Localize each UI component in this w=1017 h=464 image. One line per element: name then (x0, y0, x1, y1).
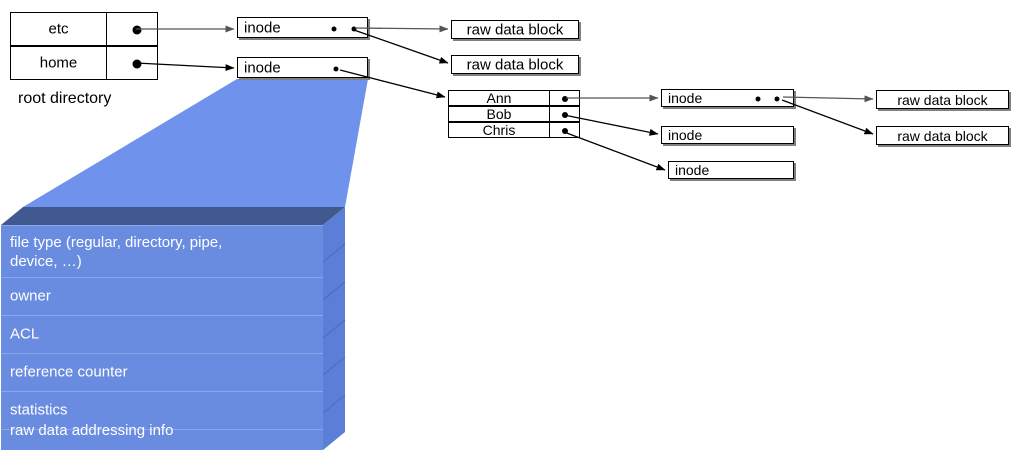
inode-field-owner: owner (1, 277, 323, 315)
inode-pointer-dot-1 (755, 96, 761, 102)
home-directory-row-chris[interactable]: Chris (448, 122, 580, 138)
row-divider (549, 123, 550, 137)
home-directory-entry-name: Bob (486, 106, 512, 122)
home-directory-entry-name: Ann (486, 90, 512, 106)
inode-label: inode (668, 127, 703, 143)
pointer-dot (562, 112, 568, 118)
inode-box-ann[interactable]: inode (661, 89, 794, 107)
inode-field-label: file type (regular, directory, pipe, dev… (10, 234, 223, 270)
raw-data-block-3[interactable]: raw data block (876, 90, 1009, 109)
inode-pointer-dot-1 (331, 26, 337, 32)
root-directory-row-etc[interactable]: etc (10, 12, 158, 46)
root-directory-row-home[interactable]: home (10, 46, 158, 80)
root-directory-entry-name: etc (48, 20, 69, 38)
raw-data-block-2[interactable]: raw data block (451, 55, 579, 74)
raw-data-block-label: raw data block (466, 56, 564, 73)
row-divider (549, 91, 550, 105)
inode-box-etc[interactable]: inode (237, 17, 368, 38)
stack-top-face (1, 207, 345, 225)
row-divider (106, 13, 107, 45)
stack-side-separators (322, 243, 346, 414)
inode-box-chris[interactable]: inode (668, 161, 794, 179)
pointer-dot (562, 96, 568, 102)
inode-box-bob[interactable]: inode (661, 126, 794, 144)
pointer-dot (132, 25, 142, 35)
pointer-dot (562, 128, 568, 134)
inode-field-label: statistics (10, 401, 68, 419)
home-directory-entry-name: Chris (482, 122, 516, 138)
inode-box-home[interactable]: inode (237, 57, 368, 78)
inode-field-raw-data-addressing-info: raw data addressing info (1, 422, 323, 450)
raw-data-block-label: raw data block (897, 127, 988, 144)
raw-data-block-1[interactable]: raw data block (451, 20, 579, 39)
callout-funnel (23, 79, 368, 207)
inode-field-acl: ACL (1, 315, 323, 353)
raw-data-block-label: raw data block (897, 91, 988, 108)
inode-pointer-dot-1 (333, 66, 339, 72)
root-directory-caption: root directory (18, 90, 112, 107)
pointer-dot (132, 59, 142, 69)
inode-label: inode (675, 162, 710, 178)
row-divider (106, 47, 107, 79)
home-directory-row-bob[interactable]: Bob (448, 106, 580, 122)
inode-pointer-dot-2 (774, 96, 780, 102)
inode-label: inode (244, 19, 281, 36)
inode-field-label: ACL (10, 325, 40, 343)
inode-field-label: reference counter (10, 363, 128, 381)
inode-field-statistics: statistics (1, 391, 323, 429)
inode-pointer-dot-2 (351, 26, 357, 32)
root-directory-entry-name: home (39, 54, 78, 72)
raw-data-block-label: raw data block (466, 21, 564, 38)
inode-field-label: raw data addressing info (10, 422, 174, 439)
row-divider (549, 107, 550, 121)
inode-field-reference-counter: reference counter (1, 353, 323, 391)
inode-label: inode (668, 90, 703, 106)
inode-field-file-type: file type (regular, directory, pipe, dev… (1, 225, 323, 277)
inode-field-label: owner (10, 287, 51, 305)
inode-label: inode (244, 59, 281, 76)
raw-data-block-4[interactable]: raw data block (876, 126, 1009, 145)
home-directory-row-ann[interactable]: Ann (448, 90, 580, 106)
